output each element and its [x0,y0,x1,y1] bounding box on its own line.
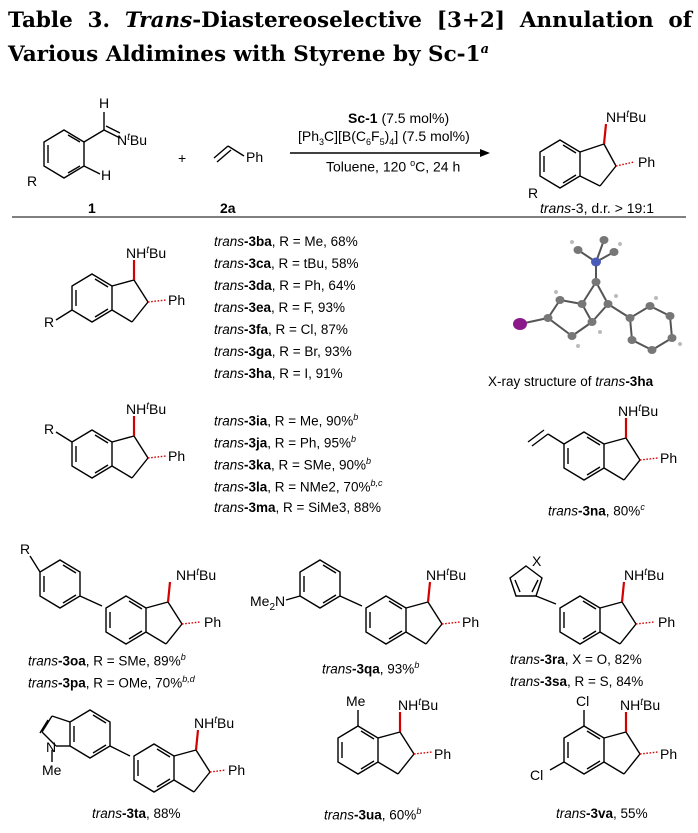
indane-3oa-r: R [20,541,30,557]
reactant-2a-label: 2a [220,200,236,216]
ortho-h-label: H [101,167,111,183]
product-nhtbu-label: NHtBu [606,109,646,125]
entry-3ja: trans-3ja, R = Ph, 95%b [214,434,356,451]
indane-3ra-nhtbu: NHtBu [624,567,664,583]
styrene-ph-label: Ph [246,149,263,165]
reactant-1-label: 1 [88,200,96,216]
entry-3ga: trans-3ga, R = Br, 93% [214,344,352,359]
indane-3oa-nhtbu: NHtBu [176,567,216,583]
indane-3va-cl-top: Cl [576,693,589,709]
aldimine-h-label: H [99,95,109,111]
entry-3ca: trans-3ca, R = tBu, 58% [214,256,359,271]
indane-3oa-ph: Ph [204,614,221,630]
indane-3ta-structure: NHtBu Ph N Me [39,709,245,793]
indane-3ta-me: Me [42,762,62,778]
indane-3ua-nhtbu: NHtBu [398,697,438,713]
indane-5r-structure: NHtBu Ph R [44,245,185,330]
caption-3na: trans-3na, 80%c [548,502,645,519]
title-footnote: a [480,42,489,57]
entry-3ba: trans-3ba, R = Me, 68% [214,234,358,249]
condition-cocatalyst: [Ph3C][B(C6F5)4] (7.5 mol%) [298,128,470,147]
entry-3ia: trans-3ia, R = Me, 90%b [214,412,359,429]
indane-3ta-nhtbu: NHtBu [194,715,234,731]
title-prefix: Table 3. [8,8,125,33]
indane-3ra-ph: Ph [658,614,675,630]
indane-3va-nhtbu: NHtBu [620,697,660,713]
indane-3va-cl-bottom: Cl [530,767,543,783]
condition-solvent: Toluene, 120 oC, 24 h [326,158,461,175]
caption-3ra: trans-3ra, X = O, 82% [510,652,642,667]
styrene-structure: Ph [213,145,263,165]
product-label: trans-3, d.r. > 19:1 [540,200,655,216]
entry-3ka: trans-3ka, R = SMe, 90%b [214,456,371,473]
reactant-1-structure: H NtBu H R [27,95,147,189]
indane-6r-structure: NHtBu Ph R [44,401,185,479]
entry-3ea: trans-3ea, R = F, 93% [214,300,345,315]
indane-3ta-ph: Ph [228,762,245,778]
aldimine-ntbu-label: NtBu [117,132,147,148]
entry-3ma: trans-3ma, R = SiMe3, 88% [214,500,381,515]
table-title: Table 3. Trans-Diastereoselective [3+2] … [8,6,692,69]
indane-3oa-structure: NHtBu Ph R [20,541,221,645]
caption-3qa: trans-3qa, 93%b [322,660,420,677]
entry-3ha: trans-3ha, R = I, 91% [214,366,343,381]
indane-3qa-structure: NHtBu Ph Me2N [250,559,479,645]
condition-catalyst: Sc-1 (7.5 mol%) [348,110,450,126]
indane-3va-structure: NHtBu Ph Cl Cl [530,693,677,783]
indane-3qa-me2n: Me2N [250,593,285,613]
title-rest: -Diastereoselective [3+2] Annulation of … [8,8,692,68]
plus-sign: + [178,150,187,166]
caption-3oa: trans-3oa, R = SMe, 89%b [28,652,186,669]
indane-3ua-ph: Ph [434,746,451,762]
title-italic: Trans [124,8,193,33]
indane2-r: R [44,421,54,437]
entry-3da: trans-3da, R = Ph, 64% [214,278,356,293]
caption-3sa: trans-3sa, R = S, 84% [510,674,644,689]
indane-3ua-structure: NHtBu Ph Me [337,693,451,775]
product-r-label: R [528,185,538,201]
caption-3va: trans-3va, 55% [556,806,648,821]
indane1-nhtbu: NHtBu [126,245,166,261]
indane-3na-nhtbu: NHtBu [618,403,658,419]
indane-3va-ph: Ph [660,746,677,762]
indane-3qa-nhtbu: NHtBu [426,567,466,583]
xray-structure-image [513,236,682,354]
entry-3la: trans-3la, R = NMe2, 70%b,c [214,478,383,495]
caption-3ua: trans-3ua, 60%b [324,806,422,823]
indane-3ua-me: Me [346,693,366,709]
indane-3na-structure: NHtBu Ph [527,403,677,481]
entry-3fa: trans-3fa, R = Cl, 87% [214,322,348,337]
indane1-r: R [44,314,54,330]
indane-3ra-x: X [532,553,542,569]
product-structure: NHtBu Ph R [528,109,655,201]
indane-3ra-structure: NHtBu Ph X [509,553,675,645]
indane2-ph: Ph [168,448,185,464]
reactant-r-label: R [27,173,37,189]
xray-caption: X-ray structure of trans-3ha [488,374,654,389]
indane-3qa-ph: Ph [462,614,479,630]
indane-3ta-n: N [46,739,56,755]
product-ph-label: Ph [638,154,655,170]
caption-3pa: trans-3pa, R = OMe, 70%b,d [28,674,195,691]
caption-3ta: trans-3ta, 88% [92,806,181,821]
indane-3na-ph: Ph [660,450,677,466]
indane2-nhtbu: NHtBu [126,401,166,417]
indane1-ph: Ph [168,292,185,308]
